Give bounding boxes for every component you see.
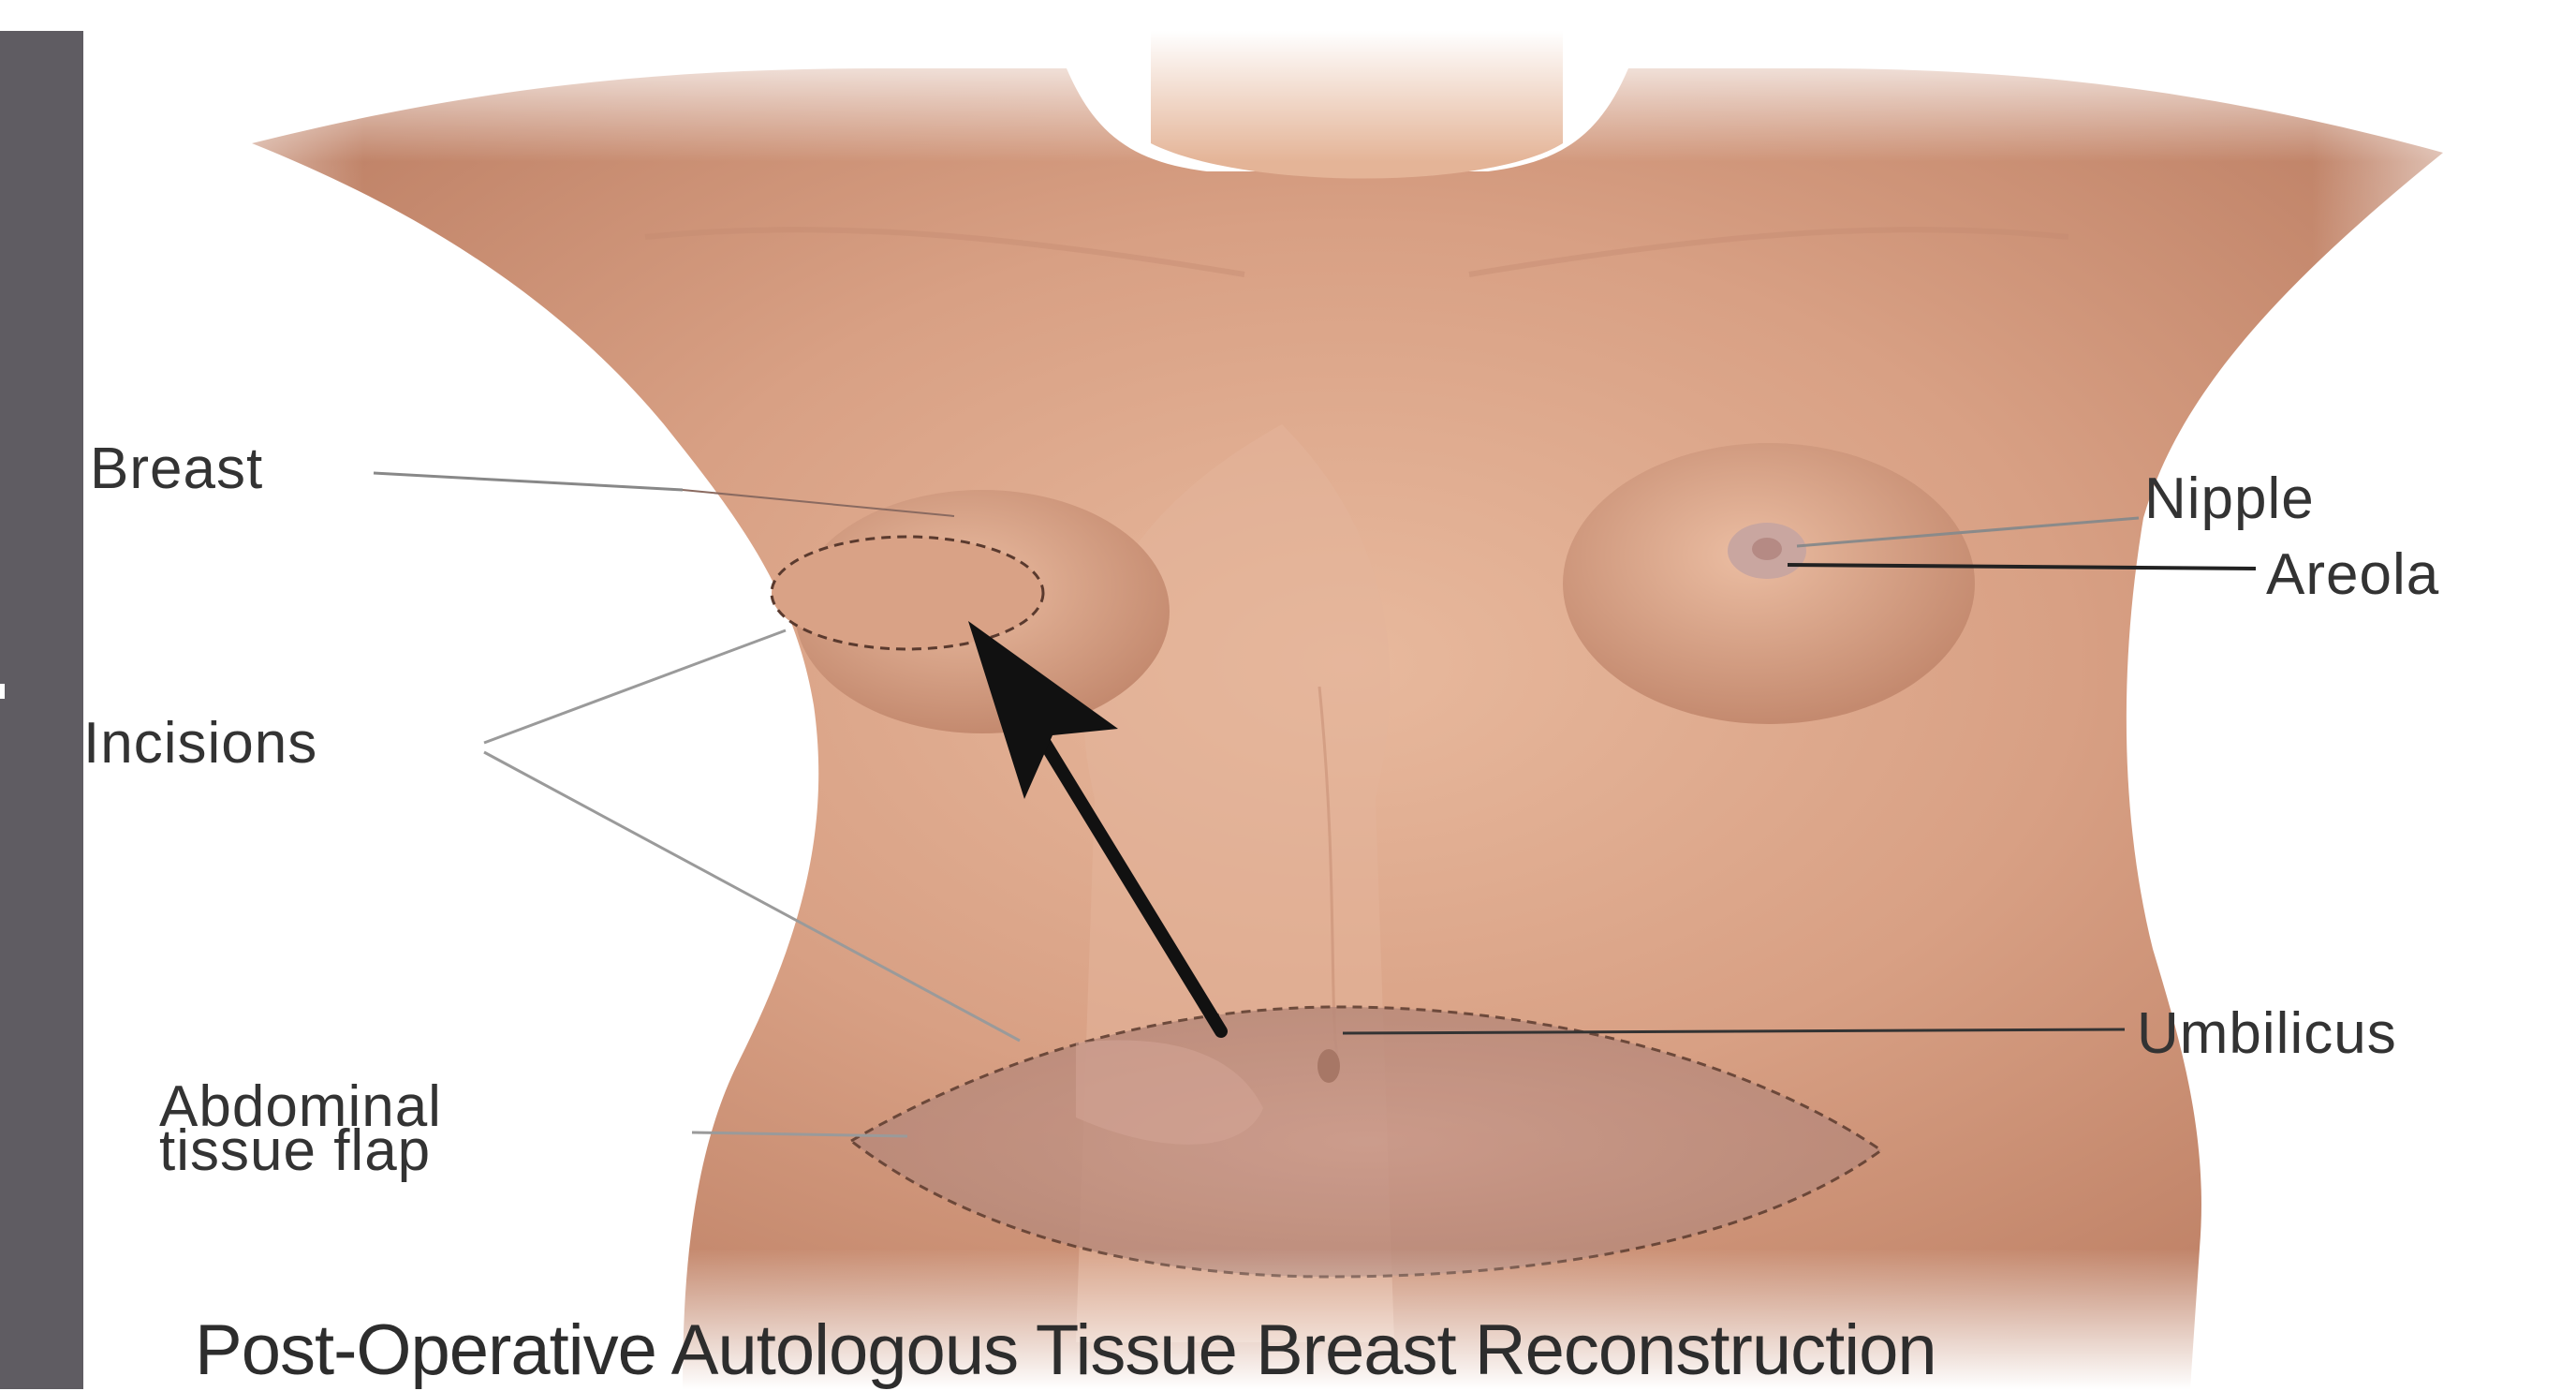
label-flap-line2: tissue flap xyxy=(159,1129,431,1174)
fade-top xyxy=(83,31,2576,162)
fade-left xyxy=(83,31,364,1389)
label-umbilicus: Umbilicus xyxy=(2137,1005,2397,1063)
nipple xyxy=(1752,538,1782,560)
sidebar-marker xyxy=(0,684,5,699)
breast-incision-outline xyxy=(772,537,1043,649)
leader-incisions-upper xyxy=(484,630,786,743)
torso-illustration xyxy=(83,31,2576,1389)
fade-right xyxy=(2312,31,2576,1389)
left-sidebar-bar xyxy=(0,31,83,1389)
leader-breast xyxy=(374,473,683,490)
label-breast: Breast xyxy=(90,440,263,498)
label-areola: Areola xyxy=(2266,546,2439,604)
umbilicus xyxy=(1317,1049,1340,1083)
label-incisions: Incisions xyxy=(83,715,317,773)
label-nipple: Nipple xyxy=(2144,470,2315,528)
top-strip xyxy=(0,0,2576,31)
natural-breast xyxy=(1563,443,1975,724)
diagram-caption: Post-Operative Autologous Tissue Breast … xyxy=(195,1310,1936,1391)
